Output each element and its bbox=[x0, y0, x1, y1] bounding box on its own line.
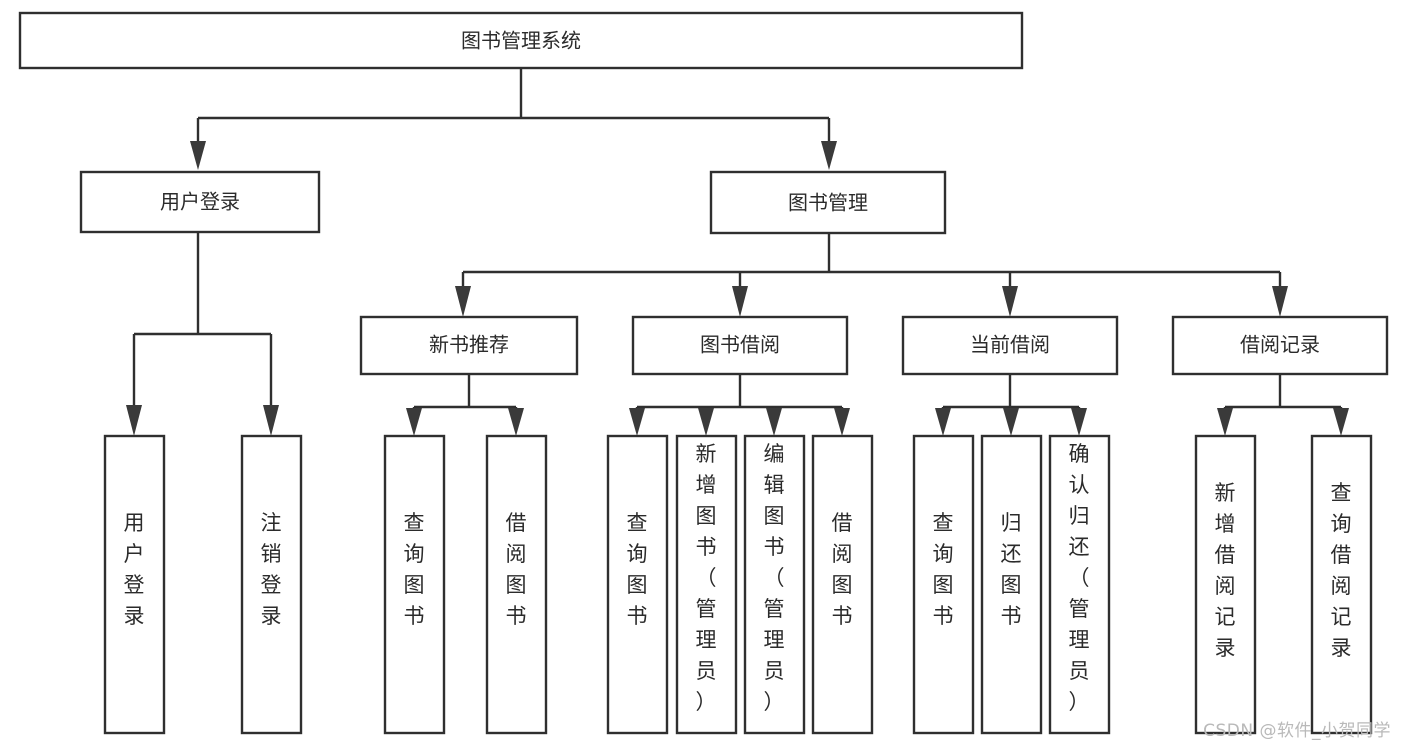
node-book-borrow-label: 图书借阅 bbox=[700, 333, 780, 357]
node-current-borrow[interactable]: 当前借阅 bbox=[901, 315, 1119, 376]
leaf-confirm-return[interactable]: 确认归还（管理员） bbox=[1048, 434, 1111, 735]
arrow-new-book-recommend bbox=[455, 286, 471, 317]
arrow-leaf-add-record bbox=[1217, 408, 1233, 436]
leaf-return-book[interactable]: 归还图书 bbox=[980, 434, 1043, 735]
leaf-edit-book-label: 编辑图书（管理员） bbox=[764, 442, 785, 714]
leaf-borrow-book-2-label: 借阅图书 bbox=[832, 511, 853, 628]
leaf-user-login-label: 用户登录 bbox=[124, 511, 145, 628]
arrow-leaf-return-book bbox=[1003, 408, 1019, 436]
leaf-borrow-book-1-label: 借阅图书 bbox=[506, 511, 527, 628]
leaf-add-record-box[interactable] bbox=[1194, 434, 1257, 735]
node-new-book-recommend-label: 新书推荐 bbox=[429, 333, 509, 357]
node-book-borrow-box[interactable] bbox=[631, 315, 849, 376]
leaf-borrow-book-1-box[interactable] bbox=[485, 434, 548, 735]
leaf-logout-login[interactable]: 注销登录 bbox=[240, 434, 303, 735]
node-user-login-box[interactable] bbox=[79, 170, 321, 234]
arrow-leaf-logout-login bbox=[263, 405, 279, 436]
arrow-borrow-record bbox=[1272, 286, 1288, 317]
leaf-borrow-book-1[interactable]: 借阅图书 bbox=[485, 434, 548, 735]
leaf-query-record[interactable]: 查询借阅记录 bbox=[1310, 434, 1373, 735]
arrow-current-borrow bbox=[1002, 286, 1018, 317]
leaf-add-book-label: 新增图书（管理员） bbox=[696, 442, 717, 714]
arrow-user-login bbox=[190, 141, 206, 170]
connector-layer bbox=[126, 68, 1349, 436]
node-book-management-box[interactable] bbox=[709, 170, 947, 235]
arrow-leaf-query-record bbox=[1333, 408, 1349, 436]
leaf-query-book-3[interactable]: 查询图书 bbox=[912, 434, 975, 735]
arrow-leaf-borrow-book-1 bbox=[508, 408, 524, 436]
leaf-query-record-box[interactable] bbox=[1310, 434, 1373, 735]
leaf-query-book-1[interactable]: 查询图书 bbox=[383, 434, 446, 735]
leaf-query-book-2-box[interactable] bbox=[606, 434, 669, 735]
node-book-management[interactable]: 图书管理 bbox=[709, 170, 947, 235]
node-root-box[interactable] bbox=[18, 11, 1024, 70]
leaf-confirm-return-label: 确认归还（管理员） bbox=[1069, 442, 1090, 714]
node-user-login-label: 用户登录 bbox=[160, 190, 240, 214]
leaf-borrow-book-2-box[interactable] bbox=[811, 434, 874, 735]
arrow-leaf-query-book-2 bbox=[629, 408, 645, 436]
node-book-borrow[interactable]: 图书借阅 bbox=[631, 315, 849, 376]
leaf-user-login-box[interactable] bbox=[103, 434, 166, 735]
leaf-logout-login-box[interactable] bbox=[240, 434, 303, 735]
leaf-edit-book-box[interactable] bbox=[743, 434, 806, 735]
arrow-leaf-query-book-3 bbox=[935, 408, 951, 436]
node-borrow-record-label: 借阅记录 bbox=[1240, 333, 1320, 357]
leaf-add-book[interactable]: 新增图书（管理员） bbox=[675, 434, 738, 735]
node-current-borrow-label: 当前借阅 bbox=[970, 333, 1050, 357]
leaf-query-book-1-label: 查询图书 bbox=[404, 511, 425, 628]
arrow-leaf-edit-book bbox=[766, 408, 782, 436]
leaf-edit-book[interactable]: 编辑图书（管理员） bbox=[743, 434, 806, 735]
node-current-borrow-box[interactable] bbox=[901, 315, 1119, 376]
node-new-book-recommend[interactable]: 新书推荐 bbox=[359, 315, 579, 376]
node-book-management-label: 图书管理 bbox=[788, 191, 868, 215]
node-user-login[interactable]: 用户登录 bbox=[79, 170, 321, 234]
leaf-query-book-3-box[interactable] bbox=[912, 434, 975, 735]
csdn-watermark: CSDN @软件_小贺同学 bbox=[1203, 721, 1391, 741]
arrow-leaf-user-login bbox=[126, 405, 142, 436]
arrow-leaf-confirm-return bbox=[1071, 408, 1087, 436]
node-root-label: 图书管理系统 bbox=[461, 29, 581, 53]
arrow-book-management bbox=[821, 141, 837, 170]
leaf-return-book-box[interactable] bbox=[980, 434, 1043, 735]
leaf-query-book-2-label: 查询图书 bbox=[627, 511, 648, 628]
leaf-query-book-3-label: 查询图书 bbox=[933, 511, 954, 628]
node-root[interactable]: 图书管理系统 bbox=[18, 11, 1024, 70]
leaf-add-record[interactable]: 新增借阅记录 bbox=[1194, 434, 1257, 735]
leaf-query-book-2[interactable]: 查询图书 bbox=[606, 434, 669, 735]
leaf-query-record-label: 查询借阅记录 bbox=[1331, 481, 1352, 660]
arrow-leaf-add-book bbox=[698, 408, 714, 436]
leaf-user-login[interactable]: 用户登录 bbox=[103, 434, 166, 735]
leaf-logout-login-label: 注销登录 bbox=[261, 511, 282, 628]
arrow-book-borrow bbox=[732, 286, 748, 317]
leaf-add-record-label: 新增借阅记录 bbox=[1215, 481, 1236, 660]
leaf-query-book-1-box[interactable] bbox=[383, 434, 446, 735]
leaf-add-book-box[interactable] bbox=[675, 434, 738, 735]
node-new-book-recommend-box[interactable] bbox=[359, 315, 579, 376]
leaf-return-book-label: 归还图书 bbox=[1001, 511, 1022, 628]
arrow-leaf-query-book-1 bbox=[406, 408, 422, 436]
leaf-confirm-return-box[interactable] bbox=[1048, 434, 1111, 735]
leaf-borrow-book-2[interactable]: 借阅图书 bbox=[811, 434, 874, 735]
node-borrow-record[interactable]: 借阅记录 bbox=[1171, 315, 1389, 376]
node-borrow-record-box[interactable] bbox=[1171, 315, 1389, 376]
arrow-leaf-borrow-book-2 bbox=[834, 408, 850, 436]
